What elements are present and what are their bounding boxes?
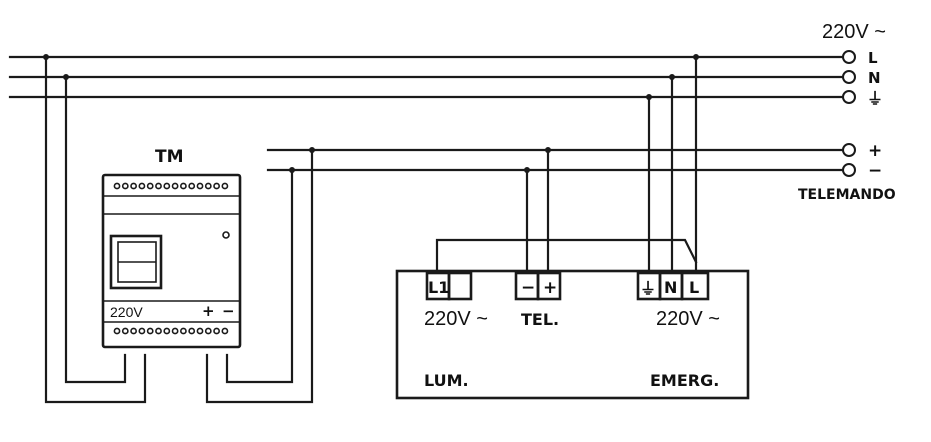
tm-telemando-wiring [205,147,315,404]
screw-terminal [188,327,196,335]
tm-indicator-led [222,231,230,239]
screw-terminal [221,327,229,335]
screw-terminal [196,327,204,335]
screw-terminal [130,182,137,190]
terminal-l1-label: L1 [428,278,449,297]
screw-terminal [163,182,171,190]
wire-n-to-tm [64,75,127,384]
screw-terminal [121,182,129,190]
screw-terminal [146,327,154,335]
screw-terminal [113,182,121,190]
screw-terminal [121,327,129,335]
screw-terminal [213,182,220,190]
terminal-tel-minus-circle [842,163,856,177]
terminal-tel-plus-label: + [543,278,557,298]
screw-terminal [155,327,162,335]
terminal-l-circle [842,50,856,64]
tm-plus-label: + [202,302,215,320]
screw-terminal [171,182,179,190]
wire-l-to-tm [44,55,147,404]
screw-terminal [188,182,196,190]
screw-terminal [221,182,229,190]
luminaire-unit: L1 − + ⏚ N L 220V ~ TEL. 220V ~ LUM. EME… [395,269,750,400]
screw-terminal [204,182,212,190]
tm-supply-wiring [43,54,147,404]
screw-terminal [155,182,162,190]
supply-bus [8,55,844,99]
luminaire-housing [395,269,750,400]
earth-icon: ⏚ [640,279,656,298]
tel-label: TEL. [521,310,559,329]
screw-terminal [196,182,204,190]
terminal-block-l [680,271,710,301]
terminal-tel-minus-label: − [521,278,535,298]
telemando-bus [266,148,844,172]
telemando-label-plus: + [868,141,882,161]
tm-top-screw-row [113,182,229,190]
wire-tel-minus-to-tm [225,168,294,384]
screw-terminal [171,327,179,335]
earth-icon: ⏚ [867,89,883,108]
luminaire-wiring [435,54,699,274]
screw-terminal [179,327,187,335]
tm-bottom-screw-row [113,327,229,335]
tm-module: TM 220V + − [101,147,242,349]
terminal-block-spare [447,271,473,301]
tm-housing [101,173,242,349]
screw-terminal [113,327,121,335]
screw-terminal [163,327,171,335]
screw-terminal [179,182,187,190]
tm-display-window [109,234,163,290]
terminal-n-circle [842,70,856,84]
terminal-tel-plus-circle [842,143,856,157]
lum-voltage-label: 220V ~ [424,308,488,330]
terminal-earth-circle [842,90,856,104]
supply-label-l: L [868,49,878,67]
supply-terminals [842,50,856,177]
screw-terminal [146,182,154,190]
telemando-title: TELEMANDO [798,187,896,203]
lum-label: LUM. [424,371,469,390]
tm-voltage-label: 220V [110,304,143,320]
wire-tel-plus-to-tm [205,148,314,404]
supply-voltage-label: 220V ~ [822,21,886,43]
emerg-voltage-label: 220V ~ [656,308,720,330]
terminal-block-tel-plus [536,271,562,301]
screw-terminal [138,182,146,190]
tm-minus-label: − [222,302,235,320]
screw-terminal [130,327,137,335]
screw-terminal [204,327,212,335]
tm-title: TM [155,147,184,167]
terminal-n-label: N [664,278,677,297]
telemando-label-minus: − [868,161,882,181]
terminal-l-label: L [689,278,699,297]
screw-terminal [138,327,146,335]
screw-terminal [213,327,220,335]
wire-l1-bridge [435,238,698,274]
emerg-label: EMERG. [650,371,719,390]
supply-label-n: N [868,69,881,87]
